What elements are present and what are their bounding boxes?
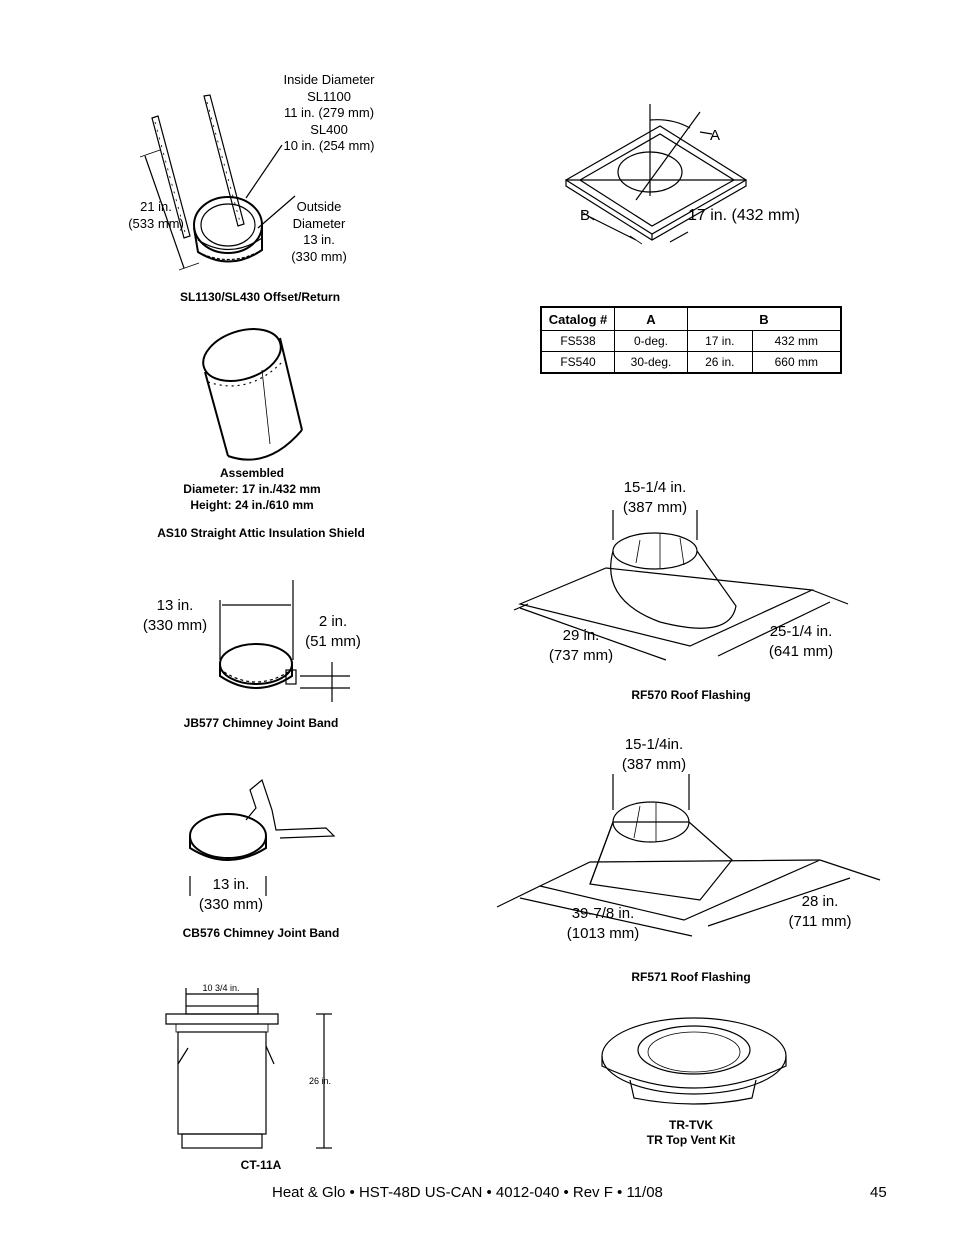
as10-shield-drawing — [202, 328, 303, 461]
page-number: 45 — [870, 1184, 887, 1201]
ct11a-top-dim: 10 3/4 in. — [202, 983, 240, 993]
sl1130-height-label: 21 in. (533 mm) — [128, 199, 184, 231]
rf571-top-dim: 15-1/4in. (387 mm) — [621, 736, 687, 773]
fs-firestop-drawing — [564, 104, 748, 245]
rf570-caption: RF570 Roof Flashing — [631, 688, 751, 702]
table-header: A — [614, 306, 688, 331]
table-cell: FS540 — [540, 351, 615, 374]
table-cell: 17 in. — [687, 330, 753, 352]
sl1130-caption: SL1130/SL430 Offset/Return — [179, 290, 341, 304]
footer-text: Heat & Glo • HST-48D US-CAN • 4012-040 •… — [272, 1184, 663, 1201]
cb576-band-drawing — [189, 778, 336, 896]
fs-label-a: A — [709, 127, 720, 144]
jb577-height-dim: 2 in. (51 mm) — [305, 613, 361, 650]
rf570-flashing-drawing — [513, 510, 849, 661]
trtvk-drawing — [601, 1017, 787, 1105]
ct11a-drawing — [165, 988, 332, 1149]
rf570-right-dim: 25-1/4 in. (641 mm) — [768, 623, 834, 660]
sl1130-offset-drawing — [139, 94, 296, 271]
ct11a-caption: CT-11A — [240, 1158, 282, 1172]
table-cell: 0-deg. — [614, 330, 688, 352]
as10-caption: AS10 Straight Attic Insulation Shield — [157, 526, 365, 540]
jb577-band-drawing — [219, 580, 350, 702]
table-row: FS538 0-deg. 17 in. 432 mm — [540, 330, 842, 352]
rf571-flashing-drawing — [496, 774, 881, 937]
rf571-right-dim: 28 in. (711 mm) — [788, 893, 852, 930]
jb577-caption: JB577 Chimney Joint Band — [183, 716, 339, 730]
trtvk-caption: TR-TVK TR Top Vent Kit — [646, 1118, 736, 1147]
sl1130-outside-label: Outside Diameter 13 in. (330 mm) — [291, 199, 347, 264]
table-row: FS540 30-deg. 26 in. 660 mm — [540, 351, 842, 374]
cb576-dim: 13 in. (330 mm) — [198, 876, 264, 913]
table-header: B — [687, 306, 842, 331]
table-cell: 432 mm — [751, 330, 842, 352]
table-cell: 26 in. — [687, 351, 753, 374]
table-header: Catalog # — [540, 306, 615, 331]
fs-label-b: B — [579, 207, 590, 224]
as10-assembled-note: Assembled Diameter: 17 in./432 mm Height… — [183, 466, 321, 512]
cb576-caption: CB576 Chimney Joint Band — [182, 926, 340, 940]
jb577-width-dim: 13 in. (330 mm) — [142, 597, 208, 634]
fs-dimension: 17 in. (432 mm) — [687, 207, 801, 224]
rf571-caption: RF571 Roof Flashing — [631, 970, 751, 984]
rf570-top-dim: 15-1/4 in. (387 mm) — [622, 479, 688, 516]
sl1130-inside-label: Inside Diameter SL1100 11 in. (279 mm) S… — [283, 72, 375, 153]
table-cell: FS538 — [540, 330, 615, 352]
table-cell: 30-deg. — [614, 351, 688, 374]
rf570-left-dim: 29 in. (737 mm) — [548, 627, 614, 664]
rf571-left-dim: 39-7/8 in. (1013 mm) — [566, 905, 640, 942]
ct11a-side-dim: 26 in. — [308, 1076, 332, 1086]
table-cell: 660 mm — [751, 351, 842, 374]
fs-catalog-table: Catalog # A B FS538 0-deg. 17 in. 432 mm… — [540, 306, 842, 374]
